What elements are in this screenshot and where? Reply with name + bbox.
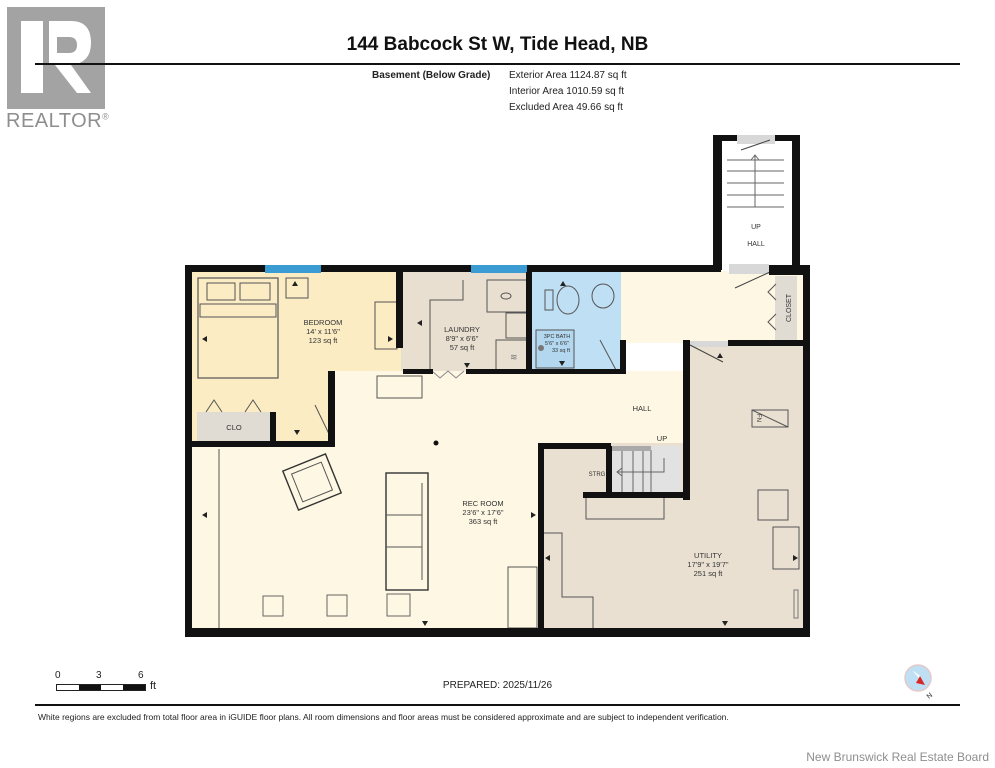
armchair-icon: [281, 453, 343, 511]
laundry-area-label: 57 sq ft: [450, 343, 476, 352]
blanket-fold: [199, 303, 277, 318]
furnace-diagonal: [751, 409, 789, 428]
utility-cabinet: [757, 489, 789, 521]
bedroom-door-icon: [314, 404, 331, 437]
bath-name: 3PC BATH: [544, 334, 571, 340]
rec-room-dims: 23'6" x 17'6": [462, 508, 503, 517]
utility-upper-area: [683, 343, 803, 443]
utility-appliance: [772, 526, 800, 570]
closet-area: [775, 276, 797, 340]
utility-panel: [793, 589, 799, 619]
dimension-markers: [202, 281, 798, 626]
stair-treads: [616, 450, 665, 494]
lower-staircase: [611, 446, 681, 494]
scale-tick-0: 0: [55, 670, 61, 681]
toilet-tank-icon: [544, 289, 554, 311]
clo-area: [197, 412, 271, 442]
stair-hall-door-icon: [734, 271, 771, 289]
laundry-window: [471, 265, 527, 273]
utility-area-label: 251 sq ft: [694, 569, 724, 578]
scale-bar: [56, 684, 146, 691]
closet-door-icon: [767, 313, 777, 331]
walls: [185, 135, 810, 637]
up-label: UP: [657, 434, 667, 443]
exterior-area: Exterior Area 1124.87 sq ft: [509, 70, 627, 81]
ottoman-icon: [262, 595, 284, 617]
closet-door-icon: [244, 399, 262, 413]
realtor-r-icon: [21, 21, 91, 93]
prepared-date: PREPARED: 2025/11/26: [442, 680, 553, 691]
ottoman-icon: [326, 594, 348, 617]
bath-sink-icon: [591, 283, 615, 309]
excluded-area: Excluded Area 49.66 sq ft: [509, 102, 623, 113]
closet-door-icon: [767, 283, 777, 301]
hall-upper-area: [621, 271, 803, 343]
bedroom-window: [265, 265, 321, 273]
stair-hall-area: [721, 140, 793, 266]
realtor-wordmark: REALTOR®: [6, 110, 109, 133]
utility-door-frame: [690, 341, 728, 347]
stair-hall-label: HALL: [747, 241, 765, 248]
utility-door-icon: [689, 344, 724, 363]
realtor-text: REALTOR: [6, 110, 103, 132]
closet-door-icon: [205, 399, 223, 413]
utility-partition: [541, 532, 594, 629]
hall-label: HALL: [633, 404, 652, 413]
nightstand-icon: [285, 277, 309, 299]
bedroom-area-label: 123 sq ft: [309, 336, 339, 345]
stair-door-frame: [729, 264, 769, 274]
laundry-name: LAUNDRY: [444, 325, 480, 334]
compass-icon: N: [904, 664, 934, 701]
footer-divider: [35, 704, 960, 706]
utility-dims: 17'9" x 19'7": [687, 560, 728, 569]
bath-dims: 5'6" x 6'6": [545, 341, 569, 347]
hall-bench: [376, 375, 423, 399]
closet-label: CLOSET: [786, 293, 793, 322]
stair-up-label: UP: [751, 224, 761, 231]
realtor-logo: [7, 7, 105, 109]
rec-room-area: [191, 443, 541, 629]
laundry-door-icon: [431, 370, 465, 379]
shower-head-icon: [538, 345, 544, 351]
compass-north-label: N: [926, 692, 934, 701]
clo-label: CLO: [226, 423, 242, 432]
heat-symbol: ≋: [510, 352, 518, 362]
bedroom-name: BEDROOM: [304, 318, 343, 327]
pillow-icon: [239, 282, 271, 301]
board-credit: New Brunswick Real Estate Board: [806, 750, 989, 764]
toilet-icon: [556, 285, 580, 315]
upper-staircase: [727, 135, 784, 208]
ceiling-light-icon: [433, 440, 439, 446]
rec-room-area-label: 363 sq ft: [469, 517, 499, 526]
bed-icon: [197, 277, 279, 379]
ottoman-icon: [386, 593, 411, 617]
pillow-icon: [206, 282, 236, 301]
header-divider: [35, 63, 960, 65]
strg-label: STRG: [589, 472, 606, 478]
interior-area: Interior Area 1010.59 sq ft: [509, 86, 625, 97]
washer-drum-icon: [500, 292, 512, 300]
bath-door-icon: [599, 339, 617, 371]
laundry-area: [401, 271, 529, 371]
hall-area: [333, 371, 683, 443]
scale-tick-3: 3: [96, 670, 102, 681]
laundry-dims: 8'9" x 6'6": [446, 334, 479, 343]
fn-label: FN: [755, 414, 761, 422]
sofa-icon: [385, 472, 429, 591]
furnace-icon: [751, 409, 789, 428]
rec-room-name: REC ROOM: [462, 499, 503, 508]
bedroom-dims: 14' x 11'6": [306, 327, 340, 336]
utility-name: UTILITY: [694, 551, 722, 560]
scale-tick-6: 6: [138, 670, 144, 681]
laundry-partition: [429, 280, 464, 371]
stair-landing: [611, 446, 651, 451]
level-name: Basement (Below Grade): [372, 70, 491, 81]
registered-mark: ®: [102, 111, 110, 122]
disclaimer-text: White regions are excluded from total fl…: [38, 712, 729, 722]
scale-unit: ft: [150, 680, 157, 692]
page-title: 144 Babcock St W, Tide Head, NB: [346, 34, 649, 55]
bath-area-label: 33 sq ft: [552, 348, 571, 354]
